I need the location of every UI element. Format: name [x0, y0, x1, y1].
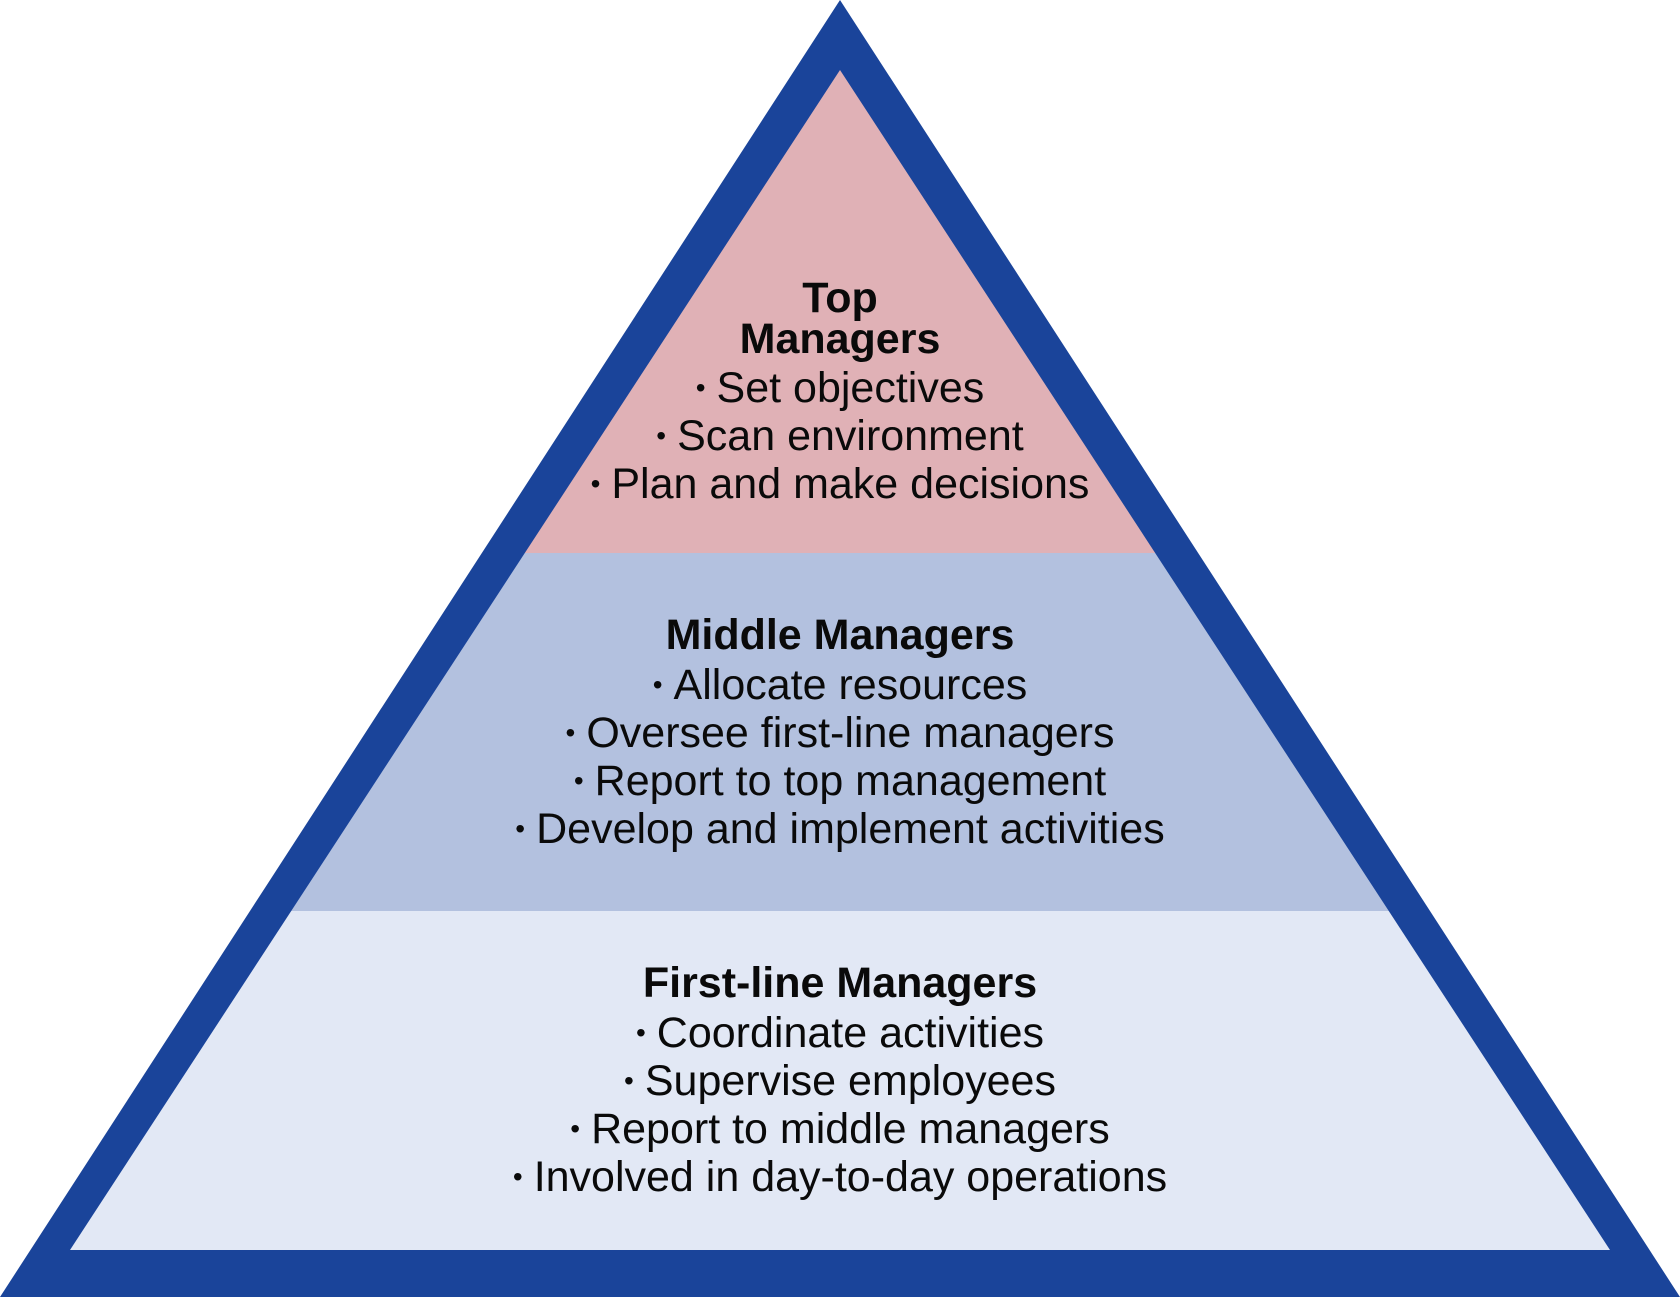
bullet-icon: • — [512, 1161, 523, 1192]
middle-managers-tier: Middle Managers •Allocate resources •Ove… — [0, 611, 1680, 854]
item-text: Involved in day-to-day operations — [533, 1153, 1168, 1201]
top-managers-tier: Top Managers • Set objectives • Scan envir… — [0, 274, 1680, 509]
item-text: Report to middle managers — [591, 1105, 1110, 1153]
item-text: Allocate resources — [673, 661, 1028, 709]
list-item: • Report to top management — [0, 757, 1680, 805]
tier-title: Middle Managers — [665, 611, 1015, 659]
list-item: • Oversee first-line managers — [0, 709, 1680, 757]
list-item: • Plan and make decisions — [0, 460, 1680, 508]
item-text: Coordinate activities — [656, 1009, 1044, 1057]
bullet-icon: • — [515, 813, 526, 844]
tier-title: First-line Managers — [642, 959, 1038, 1007]
list-item: • Supervise employees — [0, 1057, 1680, 1105]
bullet-icon: • — [656, 420, 667, 451]
item-text: Develop and implement activities — [536, 805, 1165, 853]
list-item: • Scan environment — [0, 412, 1680, 460]
bullet-icon: • — [573, 765, 584, 796]
bullet-icon: • — [590, 468, 601, 499]
bullet-icon: • — [570, 1113, 581, 1144]
list-item: • Coordinate activities — [0, 1009, 1680, 1057]
item-text: Report to top management — [594, 757, 1107, 805]
list-item: • Set objectives — [0, 364, 1680, 412]
bullet-icon: • — [565, 717, 576, 748]
bullet-icon: • — [695, 372, 706, 403]
tier-item-list: • Coordinate activities • Supervise employ… — [0, 1009, 1680, 1201]
tier-item-list: •Allocate resources •Oversee first-line … — [0, 661, 1680, 853]
tier-title: Top Managers — [739, 274, 941, 363]
bullet-icon: • — [635, 1017, 646, 1048]
list-item: • Involved in day-to-day operations — [0, 1153, 1680, 1201]
list-item: • Report to middle managers — [0, 1105, 1680, 1153]
first-line-managers-tier: First-line Managers • Coordinate activiti… — [0, 959, 1680, 1202]
item-text: Plan and make decisions — [611, 460, 1090, 508]
bullet-icon: • — [624, 1065, 634, 1096]
bottom-tier-band — [70, 911, 1610, 1250]
list-item: • Develop and implement activities — [0, 805, 1680, 853]
bullet-icon: • — [652, 669, 663, 700]
item-text: Supervise employees — [644, 1057, 1056, 1105]
item-text: Scan environment — [677, 412, 1024, 460]
tier-item-list: • Set objectives • Scan environment • Plan … — [0, 364, 1680, 508]
item-text: Set objectives — [716, 364, 985, 412]
list-item: • Allocate resources — [0, 661, 1680, 709]
item-text: Oversee first-line managers — [586, 709, 1115, 757]
